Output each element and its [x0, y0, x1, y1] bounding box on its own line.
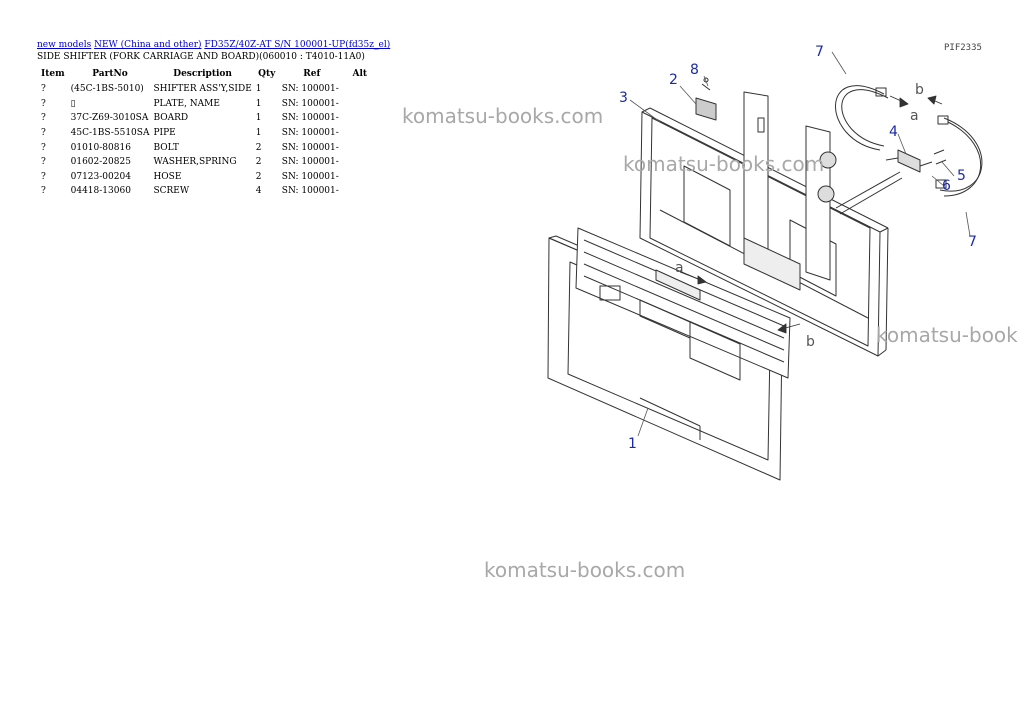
cell-alt [344, 140, 376, 155]
cell-alt [344, 111, 376, 126]
cell-qty: 1 [255, 84, 262, 95]
cell-item: ? [41, 113, 46, 124]
callout-7-bottom: 7 [968, 234, 977, 250]
table-row: ? ▯ PLATE, NAME 1 SN: 100001- [37, 97, 376, 112]
cell-qty: 4 [255, 186, 262, 197]
figure-id: PIF2335 [944, 43, 982, 53]
cell-item: ? [41, 84, 46, 95]
cell-alt [344, 126, 376, 141]
table-row: ? 07123-00204 HOSE 2 SN: 100001- [37, 170, 376, 185]
cell-description: SHIFTER ASS'Y,SIDE [153, 84, 252, 95]
cell-alt [344, 155, 376, 170]
cell-ref: SN: 100001- [281, 157, 339, 168]
ref-label-b-carriage: b [806, 334, 815, 350]
watermark: komatsu-books.com [484, 558, 686, 582]
cell-alt [344, 82, 376, 97]
cell-ref: SN: 100001- [281, 171, 339, 182]
cell-description: PIPE [153, 128, 176, 139]
page-title: SIDE SHIFTER (FORK CARRIAGE AND BOARD)(0… [37, 52, 365, 62]
table-row: ? 37C-Z69-3010SA BOARD 1 SN: 100001- [37, 111, 376, 126]
table-row: ? 01602-20825 WASHER,SPRING 2 SN: 100001… [37, 155, 376, 170]
callout-6: 6 [942, 178, 951, 194]
cell-alt [344, 97, 376, 112]
ref-label-a-hose: a [910, 108, 919, 124]
breadcrumb-link-new-models[interactable]: new models [37, 40, 92, 50]
cell-description: WASHER,SPRING [153, 157, 237, 168]
leader-lines [629, 51, 971, 437]
cell-partno: 37C-Z69-3010SA [70, 113, 149, 124]
cell-item: ? [41, 128, 46, 139]
watermark: komatsu-books.com [402, 104, 604, 128]
column-header-alt: Alt [352, 69, 368, 79]
callout-2: 2 [669, 72, 678, 88]
cell-ref: SN: 100001- [281, 186, 339, 197]
mast-arms-drawing [743, 91, 837, 291]
cell-partno: ▯ [70, 98, 76, 109]
column-header-qty: Qty [258, 69, 276, 79]
cell-item: ? [41, 171, 46, 182]
cell-item: ? [41, 157, 46, 168]
pipe-fitting-drawing [835, 149, 947, 215]
table-header-row: Item PartNo Description Qty Ref Alt [37, 66, 376, 82]
cell-ref: SN: 100001- [281, 98, 339, 109]
reference-arrows [679, 95, 943, 334]
column-header-ref: Ref [303, 69, 321, 79]
fork-carriage-drawing [547, 227, 791, 481]
callout-8: 8 [690, 62, 699, 78]
watermark: komatsu-book [876, 323, 1018, 347]
column-header-item: Item [41, 69, 65, 79]
cell-partno: 01602-20825 [70, 157, 131, 168]
parts-table: Item PartNo Description Qty Ref Alt ? (4… [37, 66, 376, 199]
column-header-description: Description [173, 69, 232, 79]
table-row: ? 01010-80816 BOLT 2 SN: 100001- [37, 140, 376, 155]
cell-partno: 04418-13060 [70, 186, 131, 197]
cell-qty: 1 [255, 113, 262, 124]
cell-description: HOSE [153, 171, 182, 182]
breadcrumb-link-region[interactable]: NEW (China and other) [94, 40, 202, 50]
cell-qty: 1 [255, 128, 262, 139]
ref-label-b-hose: b [915, 82, 924, 98]
cell-description: SCREW [153, 186, 190, 197]
cell-item: ? [41, 142, 46, 153]
cell-alt [344, 184, 376, 199]
cell-qty: 1 [255, 98, 262, 109]
callout-7-top: 7 [815, 44, 824, 60]
table-row: ? 04418-13060 SCREW 4 SN: 100001- [37, 184, 376, 199]
callout-4: 4 [889, 124, 898, 140]
table-row: ? 45C-1BS-5510SA PIPE 1 SN: 100001- [37, 126, 376, 141]
cell-description: BOLT [153, 142, 179, 153]
breadcrumb: new models NEW (China and other) FD35Z/4… [37, 40, 390, 50]
cell-alt [344, 170, 376, 185]
callout-5: 5 [957, 168, 966, 184]
callout-3: 3 [619, 90, 628, 106]
parts-diagram: 1 2 3 4 5 6 7 7 8 a b b a [547, 44, 983, 481]
table-row: ? (45C-1BS-5010) SHIFTER ASS'Y,SIDE 1 SN… [37, 82, 376, 97]
cell-description: PLATE, NAME [153, 98, 220, 109]
cell-partno: 07123-00204 [70, 171, 131, 182]
callout-1: 1 [628, 436, 637, 452]
watermark: komatsu-books.com [623, 152, 825, 176]
cell-item: ? [41, 98, 46, 109]
cell-partno: (45C-1BS-5010) [70, 84, 144, 95]
cell-qty: 2 [255, 171, 262, 182]
cell-ref: SN: 100001- [281, 84, 339, 95]
cell-partno: 45C-1BS-5510SA [70, 128, 150, 139]
ref-label-a-carriage: a [675, 260, 684, 276]
cell-qty: 2 [255, 142, 262, 153]
cell-ref: SN: 100001- [281, 142, 339, 153]
cell-ref: SN: 100001- [281, 113, 339, 124]
column-header-partno: PartNo [92, 69, 128, 79]
cell-partno: 01010-80816 [70, 142, 131, 153]
breadcrumb-link-model[interactable]: FD35Z/40Z-AT S/N 100001-UP(fd35z_el) [204, 40, 391, 50]
cell-description: BOARD [153, 113, 189, 124]
name-plate-drawing [695, 77, 717, 121]
cell-qty: 2 [255, 157, 262, 168]
hose-drawing [835, 85, 983, 197]
cell-ref: SN: 100001- [281, 128, 339, 139]
cell-item: ? [41, 186, 46, 197]
